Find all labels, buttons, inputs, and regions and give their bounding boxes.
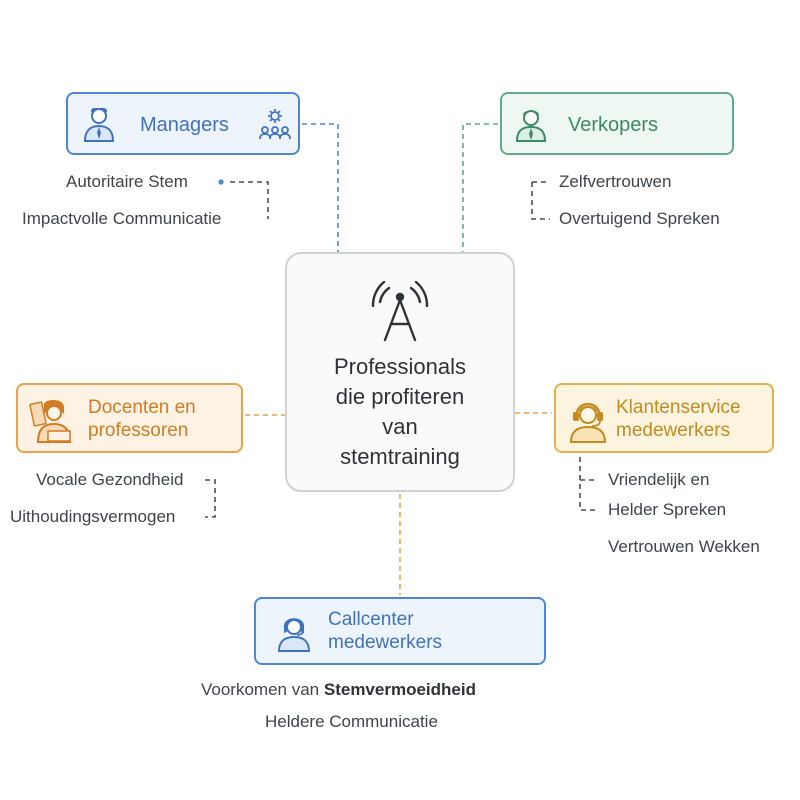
manager-person-icon bbox=[83, 108, 115, 142]
team-gear-icon bbox=[259, 109, 291, 140]
klantenservice-item: Helder Spreken bbox=[608, 500, 727, 519]
callcenter-label-line: medewerkers bbox=[328, 632, 443, 653]
verkopers-item: Zelfvertrouwen bbox=[559, 172, 672, 191]
salesperson-icon bbox=[515, 110, 547, 142]
docenten-node: Docenten en professoren bbox=[16, 383, 243, 453]
center-title-line: Professionals bbox=[333, 354, 467, 379]
klantenservice-label-line: medewerkers bbox=[616, 420, 731, 441]
verkopers-node: Verkopers bbox=[500, 92, 734, 155]
callcenter-item-prefix: Voorkomen van bbox=[201, 680, 324, 699]
managers-label: Managers bbox=[140, 114, 229, 136]
docenten-label-line: Docenten en bbox=[88, 397, 196, 418]
klantenservice-item: Vriendelijk en bbox=[608, 470, 710, 489]
microphone-broadcast-icon bbox=[371, 280, 429, 342]
docenten-label: Docenten en professoren bbox=[88, 396, 196, 442]
callcenter-label: Callcenter medewerkers bbox=[328, 608, 442, 654]
klantenservice-label: Klantenservice medewerkers bbox=[616, 396, 741, 442]
center-title-line: die profiteren bbox=[335, 384, 465, 409]
verkopers-label: Verkopers bbox=[568, 114, 659, 136]
docenten-item: Uithoudingsvermogen bbox=[10, 507, 176, 526]
klantenservice-node: Klantenservice medewerkers bbox=[554, 383, 774, 453]
call-agent-icon bbox=[277, 618, 311, 652]
callcenter-item: Heldere Communicatie bbox=[265, 712, 438, 731]
center-title: Professionals die profiteren van stemtra… bbox=[287, 352, 513, 472]
teacher-icon bbox=[29, 399, 72, 443]
headset-agent-icon bbox=[569, 403, 607, 443]
docenten-label-line: professoren bbox=[88, 420, 189, 441]
managers-node: Managers bbox=[66, 92, 300, 155]
managers-item: Impactvolle Communicatie bbox=[22, 209, 222, 228]
docenten-item: Vocale Gezondheid bbox=[36, 470, 184, 489]
callcenter-label-line: Callcenter bbox=[328, 609, 414, 630]
center-node: Professionals die profiteren van stemtra… bbox=[285, 252, 515, 492]
center-title-line: van bbox=[382, 414, 418, 439]
callcenter-item-fatigue: Voorkomen van Stemvermoeidheid bbox=[201, 680, 476, 700]
callcenter-item-bold: Stemvermoeidheid bbox=[323, 680, 476, 699]
center-title-line: stemtraining bbox=[340, 444, 460, 469]
callcenter-node: Callcenter medewerkers bbox=[254, 597, 546, 665]
klantenservice-item: Vertrouwen Wekken bbox=[608, 537, 760, 556]
klantenservice-label-line: Klantenservice bbox=[616, 397, 741, 418]
verkopers-item: Overtuigend Spreken bbox=[559, 209, 720, 228]
managers-item: Autoritaire Stem bbox=[66, 172, 188, 191]
